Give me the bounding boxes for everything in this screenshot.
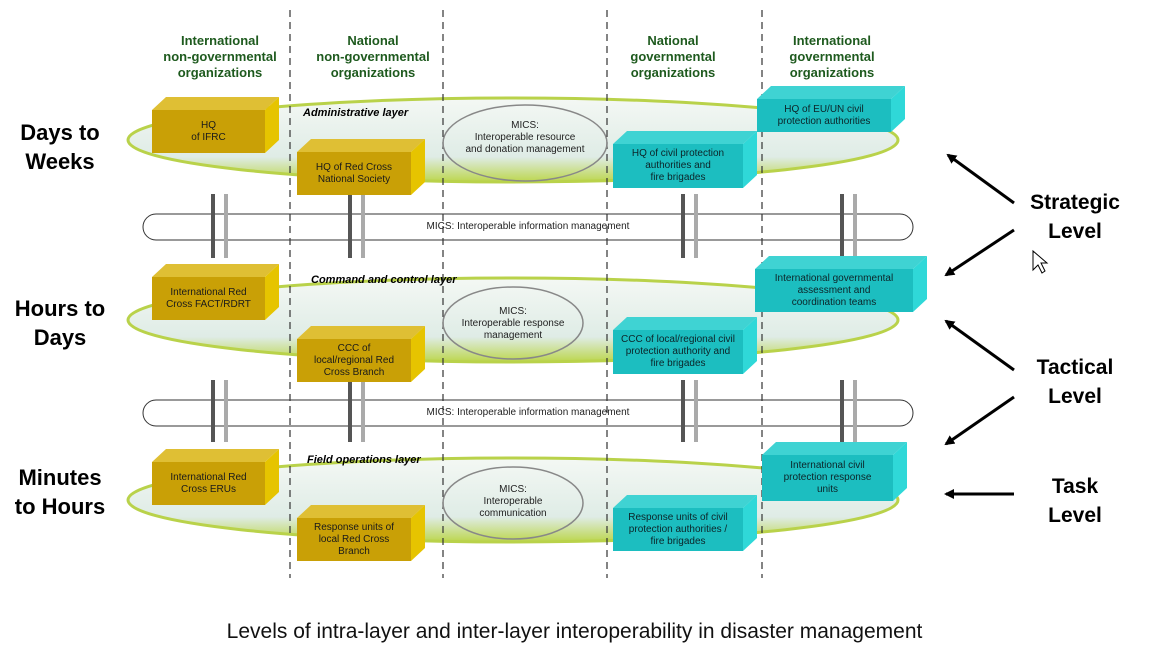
box-response-units-civil-protection: Response units of civil protection autho… (613, 508, 743, 551)
double-arrow (840, 194, 857, 258)
info-band-label-2: MICS: Interoperable information manageme… (426, 407, 630, 418)
box-side (297, 139, 425, 152)
info-band-2 (142, 399, 914, 427)
box-depth-faces (152, 86, 927, 561)
info-bands (142, 213, 914, 427)
level-arrow (944, 228, 1015, 277)
box-side (411, 505, 425, 561)
box-hq-red-cross-national-society: HQ of Red Cross National Society (297, 152, 411, 195)
time-scale-days-weeks: Days to Weeks (20, 120, 100, 174)
level-arrow (944, 319, 1015, 372)
box-side (613, 131, 757, 144)
box-side (265, 97, 279, 153)
box-intl-red-cross-erus: International Red Cross ERUs (152, 462, 265, 505)
mics-cycle-label-field: MICS: Interoperable communication (479, 484, 547, 519)
box-side (891, 86, 905, 132)
box-side (297, 326, 425, 339)
layer-title-field: Field operations layer (307, 454, 421, 466)
level-arrow (946, 153, 1015, 205)
box-ccc-red-cross-branch: CCC of local/regional Red Cross Branch (297, 339, 411, 382)
level-arrows (944, 153, 1015, 499)
time-scale-hours-days: Hours to Days (14, 296, 106, 350)
box-side (152, 264, 279, 277)
box-intl-gov-assessment: International governmental assessment an… (755, 269, 913, 312)
box-intl-red-cross-fact: International Red Cross FACT/RDRT (152, 277, 265, 320)
level-tactical: Tactical Level (1036, 356, 1114, 408)
box-side (265, 264, 279, 320)
time-scale-minutes-hours: Minutes to Hours (14, 465, 106, 519)
box-side (893, 442, 907, 501)
figure-caption: Levels of intra-layer and inter-layer in… (226, 620, 923, 643)
layer-title-command: Command and control layer (311, 274, 457, 286)
double-arrow (211, 194, 228, 258)
info-band-label-1: MICS: Interoperable information manageme… (426, 221, 630, 232)
column-header-national-gov: National governmental organizations (630, 33, 716, 80)
double-arrow (840, 380, 857, 442)
box-hq-ifrc: HQ of IFRC (152, 110, 265, 153)
box-side (411, 326, 425, 382)
box-hq-eu-un: HQ of EU/UN civil protection authorities (757, 99, 891, 132)
double-arrow (348, 380, 365, 442)
box-side (743, 131, 757, 188)
mics-cycle-ellipse (442, 104, 608, 182)
level-strategic: Strategic Level (1030, 191, 1120, 243)
column-header-intl-gov: International governmental organizations (789, 33, 875, 80)
box-side (613, 317, 757, 330)
box-side (743, 495, 757, 551)
mics-cycle-ellipse (442, 286, 584, 360)
mics-cycle-label-administrative: MICS: Interoperable resource and donatio… (465, 120, 585, 155)
mics-cycles (442, 104, 608, 540)
box-side (152, 449, 279, 462)
double-arrow (348, 194, 365, 258)
box-side (297, 505, 425, 518)
column-header-intl-ngo: International non-governmental organizat… (163, 33, 277, 80)
box-side (743, 317, 757, 374)
mics-cycle-ellipse (442, 466, 584, 540)
box-side (757, 86, 905, 99)
box-ccc-civil-protection: CCC of local/regional civil protection a… (613, 330, 743, 374)
layer-title-administrative: Administrative layer (303, 107, 409, 119)
box-side (755, 256, 927, 269)
box-response-units-red-cross: Response units of local Red Cross Branch (297, 518, 411, 561)
double-arrow (211, 380, 228, 442)
box-side (411, 139, 425, 195)
level-task: Task Level (1048, 475, 1102, 527)
vertical-arrows (211, 194, 857, 442)
box-side (762, 442, 907, 455)
box-side (152, 97, 279, 110)
double-arrow (681, 194, 698, 258)
box-hq-civil-protection: HQ of civil protection authorities and f… (613, 144, 743, 188)
info-band-1 (142, 213, 914, 241)
mics-cycle-label-command: MICS: Interoperable response management (461, 306, 565, 341)
box-side (913, 256, 927, 312)
double-arrow (681, 380, 698, 442)
box-side (265, 449, 279, 505)
level-arrow (944, 395, 1015, 446)
column-header-national-ngo: National non-governmental organizations (316, 33, 430, 80)
box-side (613, 495, 757, 508)
cursor-icon (1032, 249, 1049, 274)
box-intl-civil-protection-response: International civil protection response … (762, 455, 893, 501)
